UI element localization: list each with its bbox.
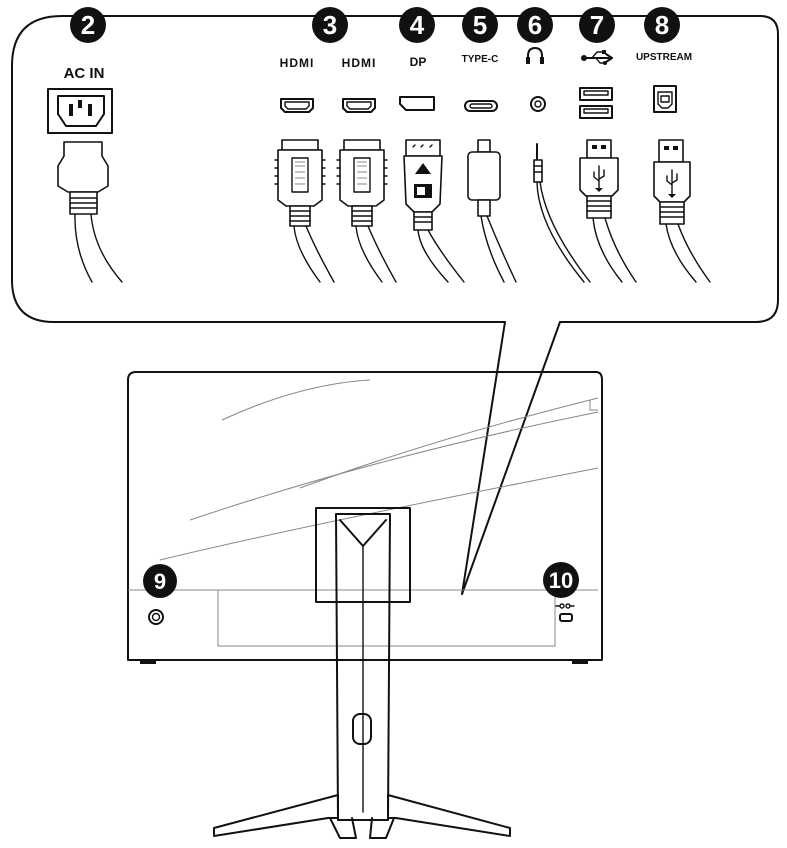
- svg-text:9: 9: [154, 569, 166, 594]
- usb-type-c-port: [464, 100, 498, 112]
- callout-5: 5: [462, 7, 498, 43]
- displayport-cable: [403, 139, 465, 283]
- usb-a-cable: [579, 139, 637, 283]
- callout-2: 2: [70, 7, 106, 43]
- headphone-jack-port: [530, 96, 546, 112]
- svg-text:8: 8: [655, 10, 669, 40]
- callout-bubble: [11, 15, 779, 595]
- label-hdmi-1: HDMI: [280, 56, 315, 70]
- callout-9: 9: [143, 564, 177, 598]
- label-dp: DP: [410, 55, 427, 69]
- svg-text:3: 3: [323, 10, 337, 40]
- svg-text:2: 2: [81, 10, 95, 40]
- label-type-c: TYPE-C: [462, 54, 499, 65]
- callout-6: 6: [517, 7, 553, 43]
- usb-trident-icon: [581, 50, 613, 65]
- navi-key-button: [148, 609, 164, 625]
- usb-type-c-cable: [467, 139, 517, 283]
- ac-power-cable: [57, 141, 123, 283]
- usb-upstream-cable: [653, 139, 711, 283]
- svg-text:10: 10: [549, 568, 573, 593]
- callout-7: 7: [579, 7, 615, 43]
- usb-b-upstream-port: [653, 85, 677, 113]
- label-ac-in: AC IN: [64, 65, 105, 82]
- callout-8: 8: [644, 7, 680, 43]
- kensington-lock-slot: [559, 613, 573, 622]
- kensington-lock-icon: [555, 603, 575, 609]
- monitor-stand: [213, 513, 511, 839]
- hdmi-port-1: [280, 98, 314, 113]
- svg-text:7: 7: [590, 10, 604, 40]
- svg-text:5: 5: [473, 10, 487, 40]
- headphone-plug-cable: [533, 143, 591, 283]
- hdmi-cable-1: [274, 139, 335, 283]
- svg-text:4: 4: [410, 10, 425, 40]
- callout-3: 3: [312, 7, 348, 43]
- displayport-port: [399, 96, 435, 111]
- svg-text:6: 6: [528, 10, 542, 40]
- callout-10: 10: [543, 562, 579, 598]
- ac-in-socket: [47, 88, 113, 134]
- hdmi-port-2: [342, 98, 376, 113]
- hdmi-cable-2: [336, 139, 397, 283]
- label-upstream: UPSTREAM: [636, 52, 692, 63]
- label-hdmi-2: HDMI: [342, 56, 377, 70]
- usb-a-ports: [579, 87, 613, 119]
- monitor-back: [127, 371, 603, 664]
- callout-4: 4: [399, 7, 435, 43]
- headphone-icon: [526, 47, 544, 64]
